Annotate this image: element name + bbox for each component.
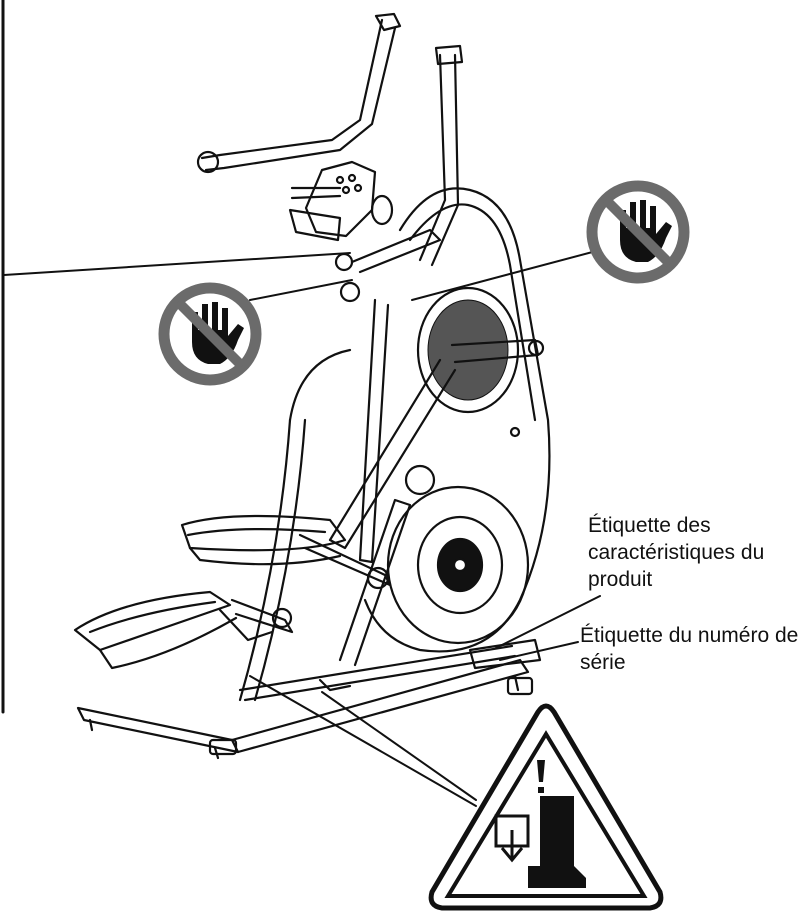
- product-label-line-3: produit: [588, 568, 653, 591]
- leader-line-crush-b: [321, 691, 477, 801]
- leader-line-serial-label: [499, 641, 579, 661]
- console: [288, 160, 394, 242]
- leader-lines: [3, 249, 601, 807]
- leader-line-console: [3, 252, 351, 276]
- product-label-line-2: caractéristiques du: [588, 541, 765, 564]
- leader-line-hand-left: [249, 279, 353, 301]
- product-label-line-1: Étiquette des: [588, 514, 711, 537]
- serial-label-line-2: série: [580, 651, 626, 674]
- serial-label-line-1: Étiquette du numéro de: [580, 624, 799, 647]
- leader-line-product-label: [495, 595, 601, 649]
- no-hand-icon: [158, 282, 262, 386]
- foot-crush-warning-icon: [428, 703, 664, 911]
- leader-line-crush-a: [249, 675, 477, 807]
- handlebars: [196, 12, 464, 303]
- pedals: [73, 514, 392, 670]
- main-housing: [363, 187, 551, 653]
- leader-line-hand-right: [411, 249, 601, 301]
- no-hand-icon: [586, 180, 690, 284]
- serial-number-label: Étiquette du numéro de série: [580, 622, 798, 676]
- product-characteristics-label: Étiquette des caractéristiques du produi…: [588, 512, 764, 593]
- upright-and-arms: [238, 298, 545, 702]
- base-frame: [76, 638, 542, 760]
